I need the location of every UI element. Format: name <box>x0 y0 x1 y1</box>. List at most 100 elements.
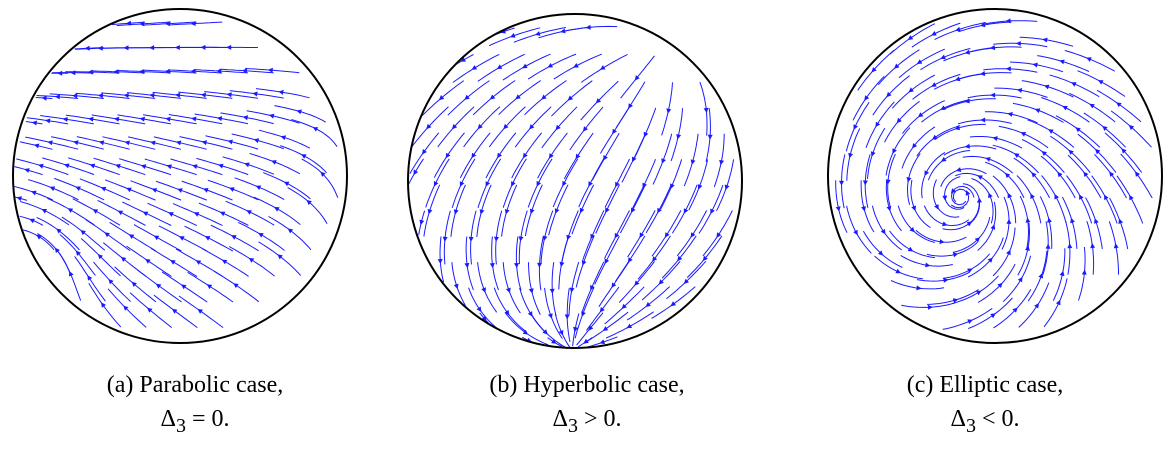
flow-arrow <box>639 232 645 238</box>
flow-arrow <box>1129 194 1134 201</box>
flow-arrow <box>1075 127 1081 133</box>
flow-arrow <box>955 167 962 172</box>
flow-arrow <box>703 107 709 114</box>
streamline <box>287 187 328 224</box>
flow-arrow <box>75 250 81 256</box>
streamline <box>1012 102 1064 123</box>
flow-arrow <box>518 236 524 242</box>
flow-arrow <box>1015 41 1021 46</box>
flow-arrow <box>575 153 581 160</box>
flow-arrow <box>977 175 983 180</box>
flow-arrow <box>522 63 528 69</box>
streamline <box>867 127 886 179</box>
flow-arrow <box>643 131 649 138</box>
flow-arrow <box>422 149 427 155</box>
flow-arrow <box>950 188 956 194</box>
flow-arrow <box>437 258 443 264</box>
flow-arrow <box>942 221 948 227</box>
streamline <box>992 175 1017 224</box>
flow-arrow <box>1005 66 1011 72</box>
flow-arrow <box>528 288 534 294</box>
flow-arrow <box>278 89 284 95</box>
flow-arrow <box>562 180 567 187</box>
flow-arrow <box>419 219 425 226</box>
flow-arrow <box>862 180 868 186</box>
flow-arrow <box>952 252 959 258</box>
flow-arrow <box>258 232 264 238</box>
flow-arrow <box>481 287 486 293</box>
flow-arrow <box>1118 218 1124 224</box>
flow-arrow <box>320 171 326 177</box>
flow-arrow <box>1079 194 1084 200</box>
flow-arrow <box>1017 276 1023 283</box>
flow-arrow <box>548 153 554 159</box>
flow-arrow <box>16 196 22 202</box>
flow-arrow <box>1059 270 1065 277</box>
flow-arrow <box>954 76 961 82</box>
flow-arrow <box>287 228 294 234</box>
flow-arrow <box>200 44 206 50</box>
streamline <box>477 262 498 313</box>
flow-arrow <box>509 33 516 38</box>
flow-arrow <box>1012 307 1018 313</box>
flow-arrow <box>1041 151 1047 156</box>
flow-arrow <box>1109 171 1115 177</box>
flow-arrow <box>226 44 232 50</box>
flow-arrow <box>1048 129 1054 134</box>
flow-arrow <box>1047 217 1052 223</box>
flow-arrow <box>1083 171 1089 177</box>
flow-arrow <box>1025 245 1030 251</box>
flow-arrow <box>670 183 675 189</box>
flow-arrow <box>489 94 496 100</box>
streamline <box>874 255 923 280</box>
flow-arrow <box>611 282 617 288</box>
flow-arrow <box>166 164 172 170</box>
flow-arrow <box>985 157 991 162</box>
flow-arrow <box>505 287 511 294</box>
flow-arrow <box>871 67 877 73</box>
flow-arrow <box>252 91 258 97</box>
flow-arrow <box>433 181 439 187</box>
flow-arrow <box>710 208 715 215</box>
flow-arrow <box>522 152 528 159</box>
flow-arrow <box>964 143 970 149</box>
flow-arrow <box>875 121 881 128</box>
flow-arrow <box>117 210 124 216</box>
flow-arrow <box>296 109 302 115</box>
flow-arrow <box>268 113 275 119</box>
streamline <box>36 216 80 251</box>
flow-arrow <box>1113 243 1119 249</box>
flow-arrow <box>233 283 239 289</box>
streamline <box>885 127 911 176</box>
flow-arrow <box>555 124 561 131</box>
flow-arrow <box>1007 112 1013 117</box>
flow-arrow <box>988 192 993 199</box>
flow-arrow <box>941 156 947 162</box>
flow-arrow <box>131 281 137 287</box>
flow-arrow <box>174 45 180 50</box>
flow-arrow <box>140 164 147 169</box>
flow-arrow <box>451 124 458 130</box>
flow-arrow <box>515 94 521 100</box>
flow-arrow <box>33 143 40 149</box>
caption-condition: Δ3 > 0. <box>552 406 622 437</box>
flow-arrow <box>57 70 63 76</box>
flow-arrow <box>179 236 185 241</box>
flow-arrow <box>581 260 587 266</box>
flow-arrow <box>848 152 854 159</box>
flow-arrow <box>180 284 187 290</box>
flow-arrow <box>227 139 233 145</box>
flow-arrow <box>38 163 44 169</box>
flow-arrow <box>113 116 120 122</box>
streamline <box>1041 175 1067 224</box>
flow-arrow <box>170 260 176 265</box>
flow-arrow <box>145 258 151 264</box>
flow-arrow <box>464 94 470 100</box>
flow-arrow <box>911 205 916 212</box>
streamline <box>871 205 903 251</box>
unit-disk-boundary <box>12 8 348 344</box>
flow-arrow <box>1070 217 1075 224</box>
unit-disk-boundary <box>827 8 1163 344</box>
flow-arrow <box>634 75 640 81</box>
flow-arrow <box>967 319 973 324</box>
